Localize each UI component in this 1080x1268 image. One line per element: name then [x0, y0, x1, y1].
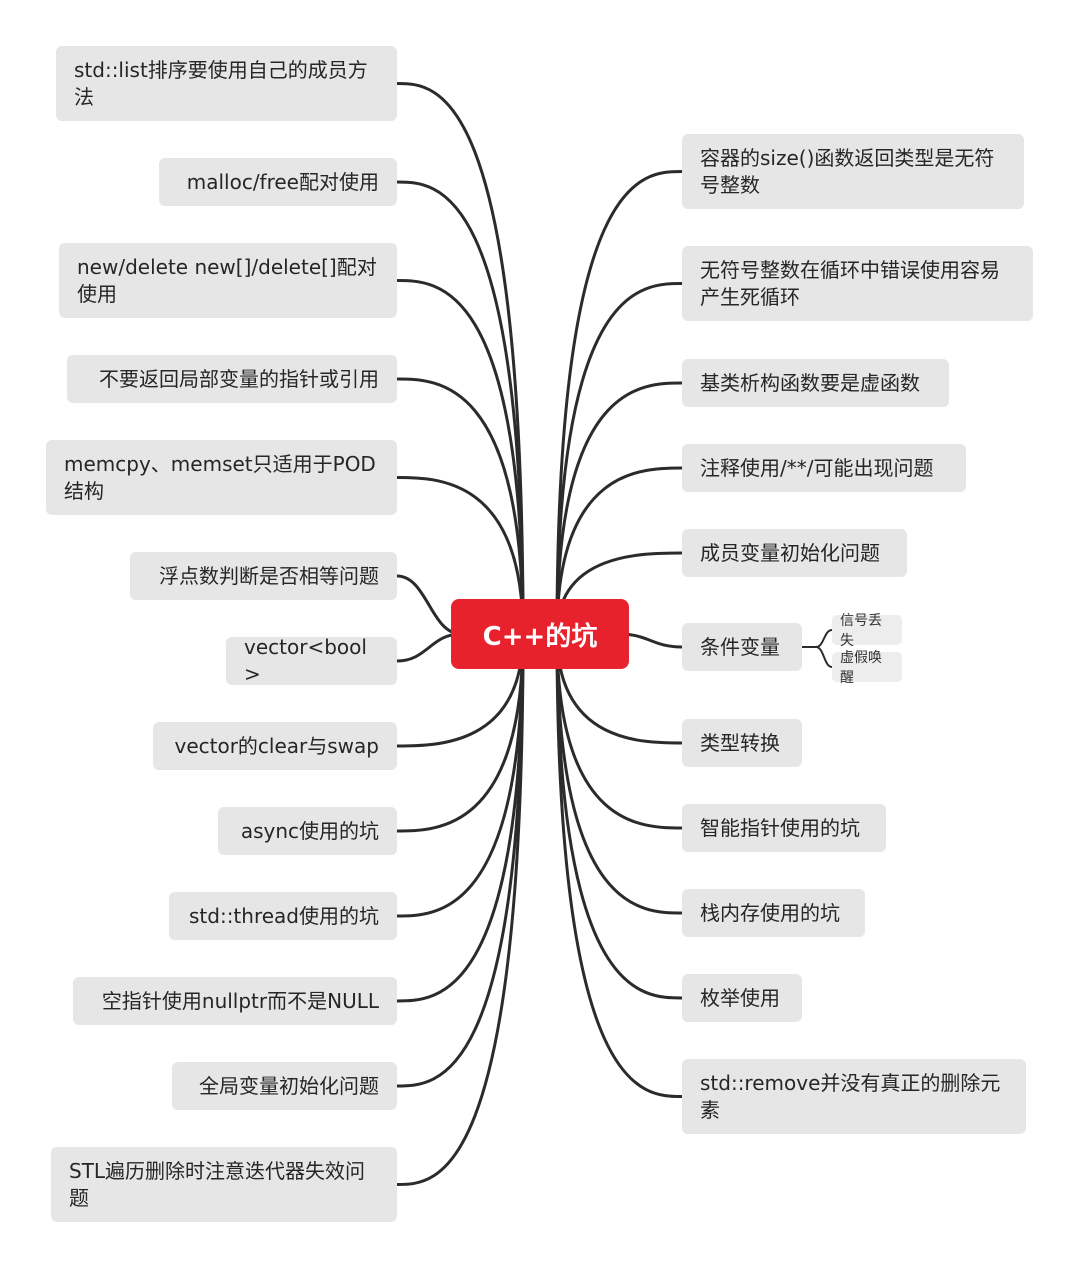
left-topic-node[interactable]: 不要返回局部变量的指针或引用 [67, 355, 397, 403]
right-topic-label: 注释使用/**/可能出现问题 [700, 455, 934, 480]
left-topic-label: std::list排序要使用自己的成员方法 [74, 57, 368, 109]
branch-line-left [395, 82, 525, 636]
right-topic-node[interactable]: 成员变量初始化问题 [682, 529, 907, 577]
left-topic-node[interactable]: 空指针使用nullptr而不是NULL [73, 977, 397, 1025]
right-topic-node[interactable]: 枚举使用 [682, 974, 802, 1022]
right-topic-node[interactable]: 容器的size()函数返回类型是无符号整数 [682, 134, 1024, 209]
branch-line-left [395, 476, 525, 636]
branch-line-right [555, 632, 684, 830]
right-topic-label: 类型转换 [700, 730, 780, 755]
left-topic-node[interactable]: new/delete new[]/delete[]配对使用 [59, 243, 397, 318]
left-topic-node[interactable]: memcpy、memset只适用于POD结构 [46, 440, 397, 515]
left-topic-node[interactable]: std::thread使用的坑 [169, 892, 397, 940]
left-topic-node[interactable]: STL遍历删除时注意迭代器失效问题 [51, 1147, 397, 1222]
branch-line-left [395, 632, 525, 1186]
left-topic-node[interactable]: vector<bool> [226, 635, 397, 686]
right-topic-node[interactable]: std::remove并没有真正的删除元素 [682, 1059, 1026, 1134]
branch-line-right [555, 632, 684, 1098]
branch-line-left [395, 632, 525, 1003]
branch-line-right [555, 632, 684, 915]
left-topic-label: 全局变量初始化问题 [199, 1073, 379, 1098]
right-topic-node[interactable]: 条件变量 [682, 623, 802, 671]
sub-topic-node[interactable]: 虚假唤醒 [832, 650, 902, 686]
branch-line-left [395, 180, 525, 636]
right-topic-label: 成员变量初始化问题 [700, 540, 880, 565]
branch-line-left [395, 279, 525, 636]
right-topic-node[interactable]: 注释使用/**/可能出现问题 [682, 444, 966, 492]
branch-line-left [395, 632, 525, 1088]
right-topic-node[interactable]: 栈内存使用的坑 [682, 889, 865, 937]
left-topic-label: new/delete new[]/delete[]配对使用 [77, 254, 377, 306]
right-topic-label: std::remove并没有真正的删除元素 [700, 1070, 1001, 1122]
branch-line-right [555, 632, 684, 1000]
left-topic-label: malloc/free配对使用 [186, 169, 379, 194]
right-topic-node[interactable]: 智能指针使用的坑 [682, 804, 886, 852]
left-topic-label: std::thread使用的坑 [189, 903, 379, 928]
right-topic-label: 基类析构函数要是虚函数 [700, 370, 920, 395]
right-topic-node[interactable]: 无符号整数在循环中错误使用容易产生死循环 [682, 246, 1033, 321]
branch-line-right [555, 466, 684, 636]
right-topic-label: 栈内存使用的坑 [700, 900, 840, 925]
left-topic-node[interactable]: std::list排序要使用自己的成员方法 [56, 46, 397, 121]
right-topic-label: 无符号整数在循环中错误使用容易产生死循环 [700, 257, 1000, 309]
right-topic-label: 智能指针使用的坑 [700, 815, 860, 840]
branch-line-right [555, 282, 684, 636]
branch-line-right [555, 170, 684, 636]
right-topic-label: 枚举使用 [700, 985, 780, 1010]
left-topic-label: 浮点数判断是否相等问题 [159, 563, 379, 588]
sub-branch-line [801, 646, 833, 668]
branch-line-left [395, 377, 525, 636]
right-topic-node[interactable]: 类型转换 [682, 719, 802, 767]
left-topic-node[interactable]: malloc/free配对使用 [159, 158, 397, 206]
left-topic-node[interactable]: 全局变量初始化问题 [172, 1062, 397, 1110]
sub-branch-line [801, 629, 833, 648]
branch-line-left [395, 632, 525, 748]
root-topic[interactable]: C++的坑 [451, 599, 629, 669]
right-topic-label: 条件变量 [700, 634, 780, 659]
left-topic-label: vector的clear与swap [174, 733, 379, 758]
branch-line-right [555, 381, 684, 636]
left-topic-node[interactable]: 浮点数判断是否相等问题 [130, 552, 397, 600]
left-topic-label: 不要返回局部变量的指针或引用 [99, 366, 379, 391]
left-topic-label: vector<bool> [244, 635, 367, 686]
branch-line-left [395, 632, 525, 918]
left-topic-label: STL遍历删除时注意迭代器失效问题 [69, 1158, 366, 1210]
branch-line-left [395, 632, 525, 833]
left-topic-label: 空指针使用nullptr而不是NULL [101, 988, 379, 1013]
left-topic-node[interactable]: async使用的坑 [218, 807, 397, 855]
right-topic-label: 容器的size()函数返回类型是无符号整数 [700, 145, 995, 197]
left-topic-label: async使用的坑 [240, 818, 379, 843]
left-topic-node[interactable]: vector的clear与swap [153, 722, 397, 770]
left-topic-label: memcpy、memset只适用于POD结构 [64, 451, 376, 503]
sub-topic-node[interactable]: 信号丢失 [832, 613, 902, 649]
branch-line-right [555, 632, 684, 745]
right-topic-node[interactable]: 基类析构函数要是虚函数 [682, 359, 949, 407]
